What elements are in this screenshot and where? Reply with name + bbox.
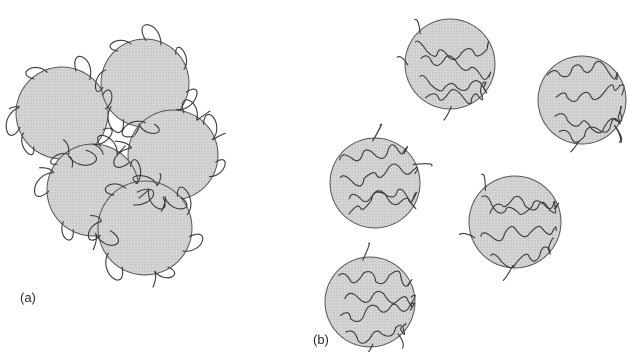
- panel-b-particle-5: [325, 257, 415, 347]
- panel-b-particle-4: [469, 176, 561, 268]
- panel-a-flocculated-particles: [6, 25, 225, 288]
- panel-b-dispersed-particles: [325, 19, 626, 352]
- panel-b-label: (b): [313, 333, 329, 346]
- panel-a-label: (a): [20, 291, 36, 304]
- panel-b-particle-3: [330, 138, 420, 228]
- panel-b-particle-2: [538, 56, 626, 144]
